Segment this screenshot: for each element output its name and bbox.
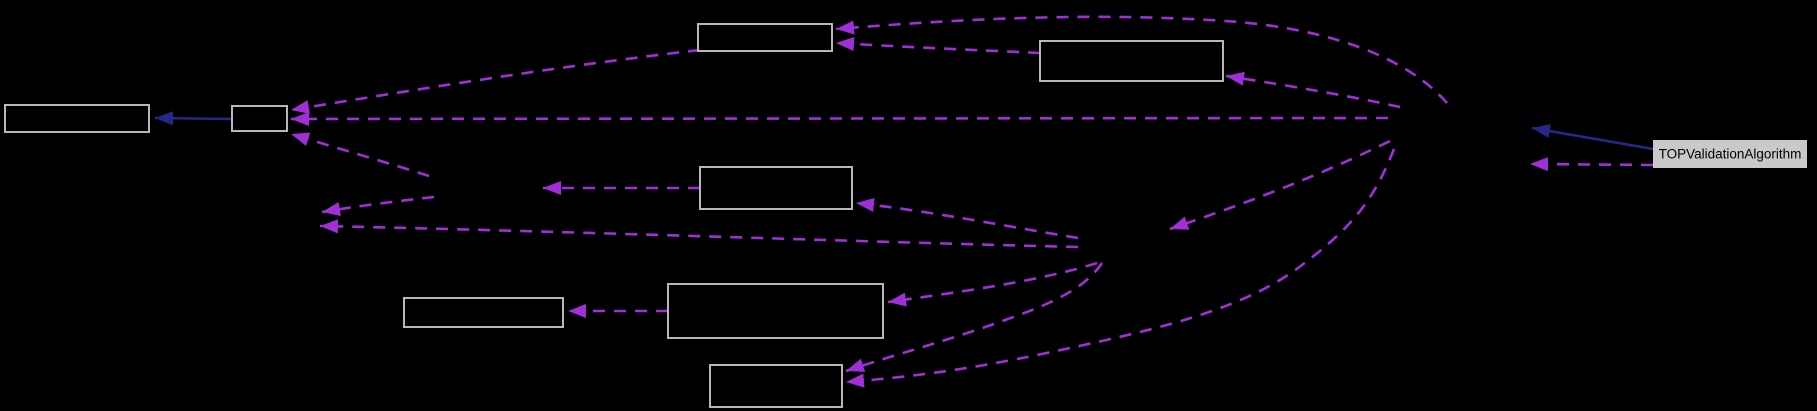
usage-edge xyxy=(290,111,1389,126)
current-class-node-box xyxy=(1653,140,1807,168)
usage-edge xyxy=(1225,71,1401,109)
usage-edge xyxy=(855,197,1079,240)
current-class-node: TOPValidationAlgorithm xyxy=(1653,140,1807,168)
usage-edge xyxy=(845,262,1104,373)
usage-edge xyxy=(290,48,701,115)
class-box-middle[interactable] xyxy=(699,166,853,210)
usage-edge xyxy=(1529,157,1654,172)
inheritance-edge xyxy=(154,111,233,126)
usage-edge xyxy=(887,261,1098,307)
usage-edge xyxy=(321,195,435,216)
usage-edge xyxy=(845,148,1396,388)
inheritance-edge xyxy=(1531,124,1654,151)
nodes-layer xyxy=(4,23,1224,408)
class-box-top-center[interactable] xyxy=(697,23,833,52)
usage-edge xyxy=(1169,139,1391,231)
class-box-top-right[interactable] xyxy=(1039,40,1224,82)
usage-edge xyxy=(290,132,430,178)
class-box-small[interactable] xyxy=(231,105,288,132)
class-box-big-lower[interactable] xyxy=(667,283,884,339)
class-box-bottom[interactable] xyxy=(709,364,843,408)
class-box-left[interactable] xyxy=(4,104,150,133)
class-box-lower-left[interactable] xyxy=(403,297,564,328)
usage-edge xyxy=(835,15,1448,104)
usage-edge xyxy=(835,37,1041,55)
current-class-node-label: TOPValidationAlgorithm xyxy=(1659,147,1802,162)
edges-layer xyxy=(154,15,1654,388)
usage-edge xyxy=(319,219,1079,249)
